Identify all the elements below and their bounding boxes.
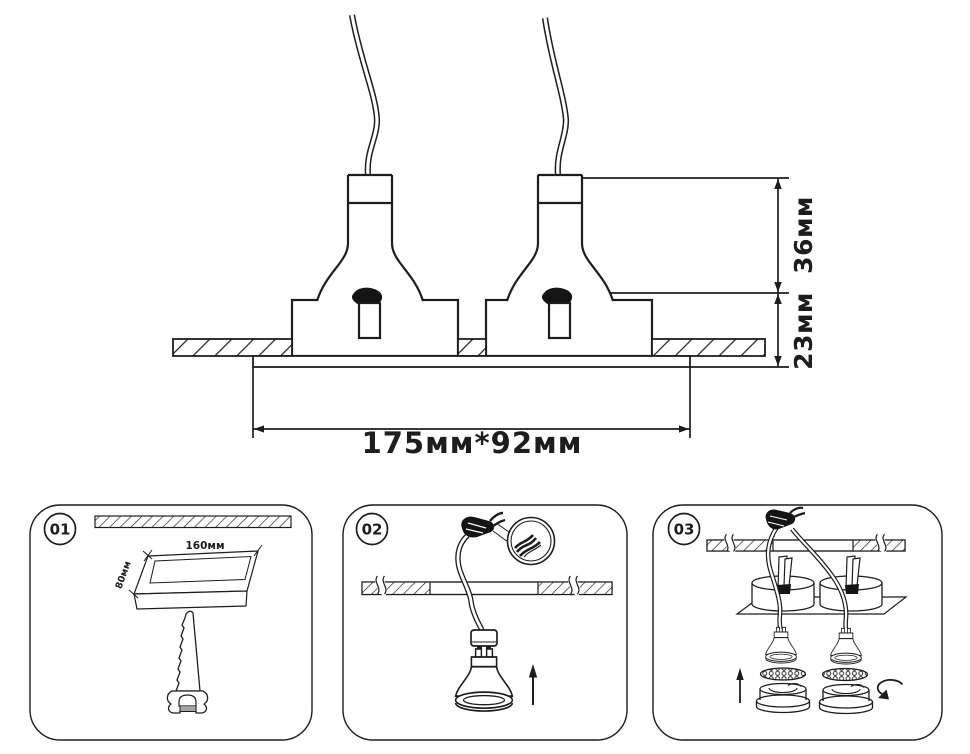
step-panel-3: 03 bbox=[652, 504, 943, 741]
ceiling-section bbox=[172, 338, 766, 357]
supply-wire bbox=[455, 533, 485, 632]
cutout-template-icon: 160мм 80мм bbox=[114, 540, 263, 610]
handsaw-icon bbox=[166, 610, 209, 714]
step-3-badge bbox=[667, 512, 701, 546]
trim-ring-icon bbox=[818, 683, 874, 715]
dim-plate-size-label: 175мм*92мм bbox=[362, 426, 583, 460]
wire-connector-icon bbox=[461, 511, 506, 538]
step-panel-2: 02 bbox=[342, 504, 628, 741]
pendant-wires bbox=[348, 14, 570, 176]
rotate-icon bbox=[876, 679, 904, 700]
trim-plate bbox=[252, 355, 691, 368]
spring-clip-icon bbox=[844, 555, 861, 595]
spring-clip-icon bbox=[776, 555, 793, 595]
ceiling-cutout-icon bbox=[361, 576, 613, 595]
lamp-socket-icon bbox=[470, 629, 498, 649]
step-2-number: 02 bbox=[362, 521, 383, 539]
dimension-arrows bbox=[254, 179, 782, 433]
fixture-wires bbox=[765, 525, 849, 634]
wire-detail-magnifier-icon bbox=[492, 516, 556, 566]
cutout-length-label: 160мм bbox=[185, 540, 224, 552]
main-dimensional-drawing: 36мм 23мм 175мм*92мм bbox=[172, 14, 818, 460]
wire-connector-icon bbox=[765, 506, 806, 530]
arrow-up-icon bbox=[736, 668, 744, 703]
step-2-badge bbox=[355, 512, 389, 546]
step-3-number: 03 bbox=[674, 521, 695, 539]
trim-ring-icon bbox=[755, 682, 811, 714]
ceiling-strip-icon bbox=[94, 515, 292, 529]
step-panel-1: 01 160мм 80мм bbox=[29, 504, 313, 741]
arrow-up-icon bbox=[528, 664, 538, 705]
step-1-number: 01 bbox=[50, 521, 71, 539]
mesh-diffuser-icon bbox=[759, 667, 869, 682]
dim-height-label: 36мм bbox=[789, 196, 818, 274]
step-1-badge bbox=[43, 512, 77, 546]
dim-recess-label: 23мм bbox=[789, 292, 818, 370]
